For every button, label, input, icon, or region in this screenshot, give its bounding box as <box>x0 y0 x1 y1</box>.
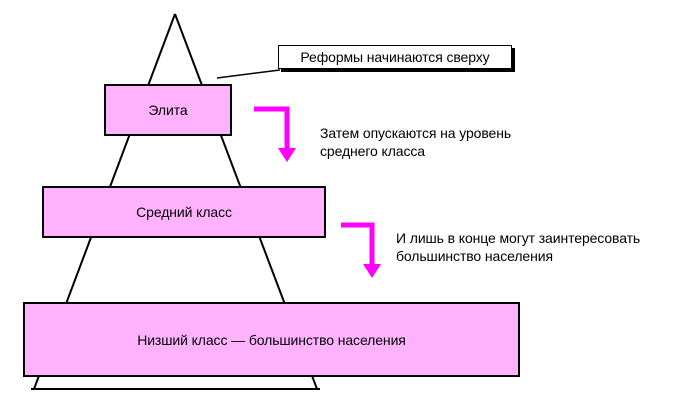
level-middle-box: Средний класс <box>42 186 326 238</box>
note-middle-line2: среднего класса <box>320 143 425 159</box>
level-elite-label: Элита <box>148 102 188 118</box>
level-lower-box: Низший класс — большинство населения <box>23 302 520 377</box>
callout-text: Реформы начинаются сверху <box>300 49 490 65</box>
level-middle-label: Средний класс <box>136 204 232 220</box>
level-elite-box: Элита <box>104 84 232 136</box>
callout-box: Реформы начинаются сверху <box>278 45 512 69</box>
note-lower-line1: И лишь в конце могут заинтересовать <box>396 230 641 246</box>
callout-pointer <box>216 69 281 79</box>
note-lower-line2: большинство населения <box>396 248 553 264</box>
note-lower: И лишь в конце могут заинтересовать боль… <box>396 229 640 265</box>
note-middle: Затем опускаются на уровень среднего кла… <box>320 124 511 160</box>
level-lower-label: Низший класс — большинство населения <box>137 331 406 348</box>
note-middle-line1: Затем опускаются на уровень <box>320 125 512 141</box>
